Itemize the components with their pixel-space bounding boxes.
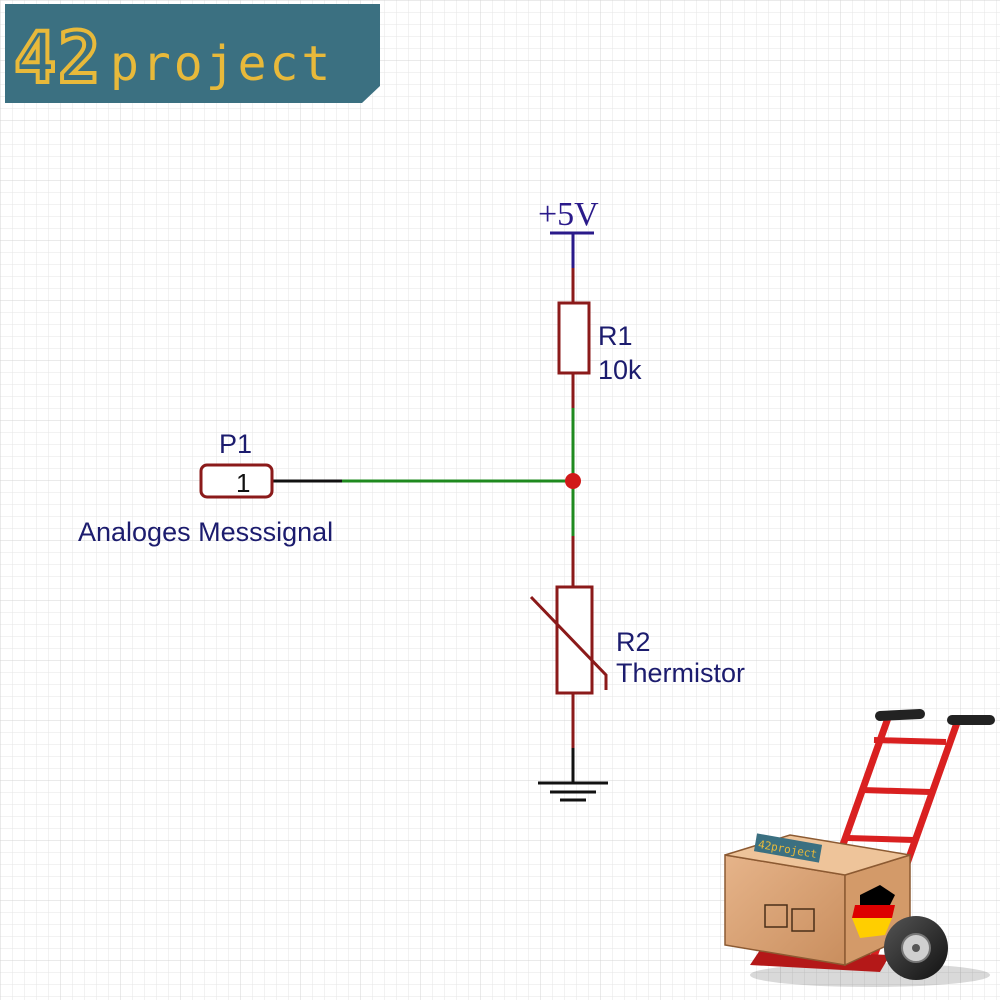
logo-word: project xyxy=(110,36,333,92)
germany-flag-map xyxy=(852,885,895,938)
p1-ref: P1 xyxy=(219,429,252,459)
ground-symbol xyxy=(538,748,608,802)
logo-number: 42 xyxy=(14,17,102,99)
r1-value: 10k xyxy=(598,355,642,385)
r2-ref: R2 xyxy=(616,627,651,657)
logo-background xyxy=(5,4,380,103)
net-label: Analoges Messsignal xyxy=(78,517,333,547)
power-symbol-5v: +5V xyxy=(538,196,599,268)
junction-dot xyxy=(565,473,581,489)
connector-p1: P1 1 Analoges Messsignal xyxy=(78,429,333,547)
r1-ref: R1 xyxy=(598,321,633,351)
r2-value: Thermistor xyxy=(616,658,745,688)
p1-pin-number: 1 xyxy=(236,468,250,498)
logo-42project: 42 project xyxy=(5,4,380,103)
power-label: +5V xyxy=(538,196,599,233)
hand-truck-illustration: 42project xyxy=(724,709,995,987)
resistor-r1: R1 10k xyxy=(557,301,642,385)
